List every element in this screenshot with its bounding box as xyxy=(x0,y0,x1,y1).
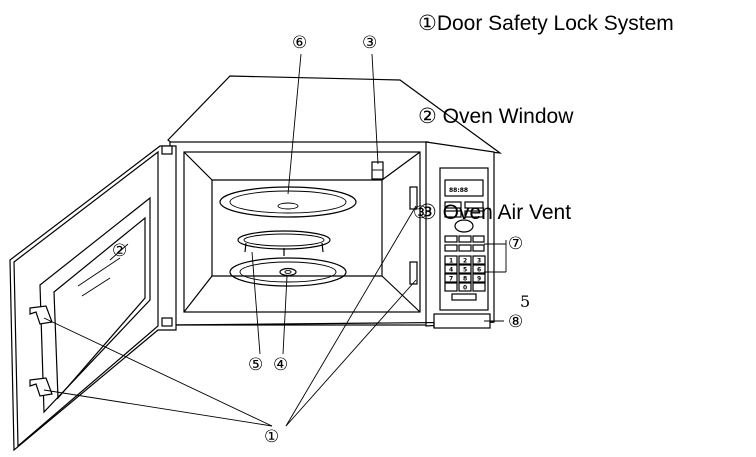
keypad-key-label: 4 xyxy=(449,267,453,274)
start-button xyxy=(451,293,477,301)
keypad-key xyxy=(472,282,486,292)
callout-five: 5 xyxy=(520,292,530,311)
keypad-key-label: 6 xyxy=(477,267,481,274)
latch-receivers xyxy=(409,186,418,285)
keypad-key-label: 1 xyxy=(449,258,453,265)
display-screen xyxy=(444,179,484,197)
air-vent xyxy=(371,161,384,180)
callout-4: ④ xyxy=(273,355,288,375)
label-oven-window: ② Oven Window xyxy=(418,105,574,128)
keypad-key-label: 8 xyxy=(463,276,467,283)
callouts: ⑥ ③ ② ③ ⑦ 5 ⑧ ⑤ ④ ① xyxy=(112,33,530,447)
keypad-key xyxy=(458,264,472,274)
keypad-key xyxy=(458,282,472,292)
function-buttons xyxy=(444,201,485,252)
callout-8: ⑧ xyxy=(508,312,523,332)
keypad-key xyxy=(444,273,458,283)
label-oven-air-vent: ③ Oven Air Vent xyxy=(418,201,572,224)
number-keypad: 1 2 3 4 5 6 7 8 9 0 xyxy=(444,255,486,292)
keypad-key-label: 7 xyxy=(449,276,453,283)
keypad-key-label: 9 xyxy=(477,276,481,283)
callout-6: ⑥ xyxy=(292,33,307,53)
keypad-key xyxy=(472,273,486,283)
callout-2: ② xyxy=(112,241,127,261)
oven-door xyxy=(9,145,177,452)
control-panel: 88:88 1 2 3 4 5 6 7 8 9 0 xyxy=(439,167,489,311)
label-door-safety-lock: ①Door Safety Lock System xyxy=(418,12,674,35)
turntable-base xyxy=(229,257,347,287)
callout-3-vent: ③ xyxy=(413,203,428,223)
keypad-key xyxy=(458,255,472,265)
callout-3: ③ xyxy=(362,33,377,53)
keypad-key-label: 5 xyxy=(463,267,467,274)
callout-7: ⑦ xyxy=(508,234,523,254)
keypad-key xyxy=(458,273,472,283)
keypad-key-label: 3 xyxy=(477,258,481,265)
keypad-key xyxy=(444,282,458,292)
glass-tray xyxy=(219,186,357,218)
oven-cavity xyxy=(183,151,421,313)
keypad-key xyxy=(472,255,486,265)
door-release-button xyxy=(433,313,491,329)
callout-5: ⑤ xyxy=(248,355,263,375)
keypad-key xyxy=(444,255,458,265)
keypad-key-label: 0 xyxy=(463,285,467,292)
keypad-key-label: 2 xyxy=(463,258,467,265)
keypad-key xyxy=(444,264,458,274)
keypad-key xyxy=(472,264,486,274)
roller-ring xyxy=(237,230,331,256)
leader-lines xyxy=(43,53,507,427)
callout-1: ① xyxy=(264,427,279,447)
display-readout: 88:88 xyxy=(449,187,468,194)
